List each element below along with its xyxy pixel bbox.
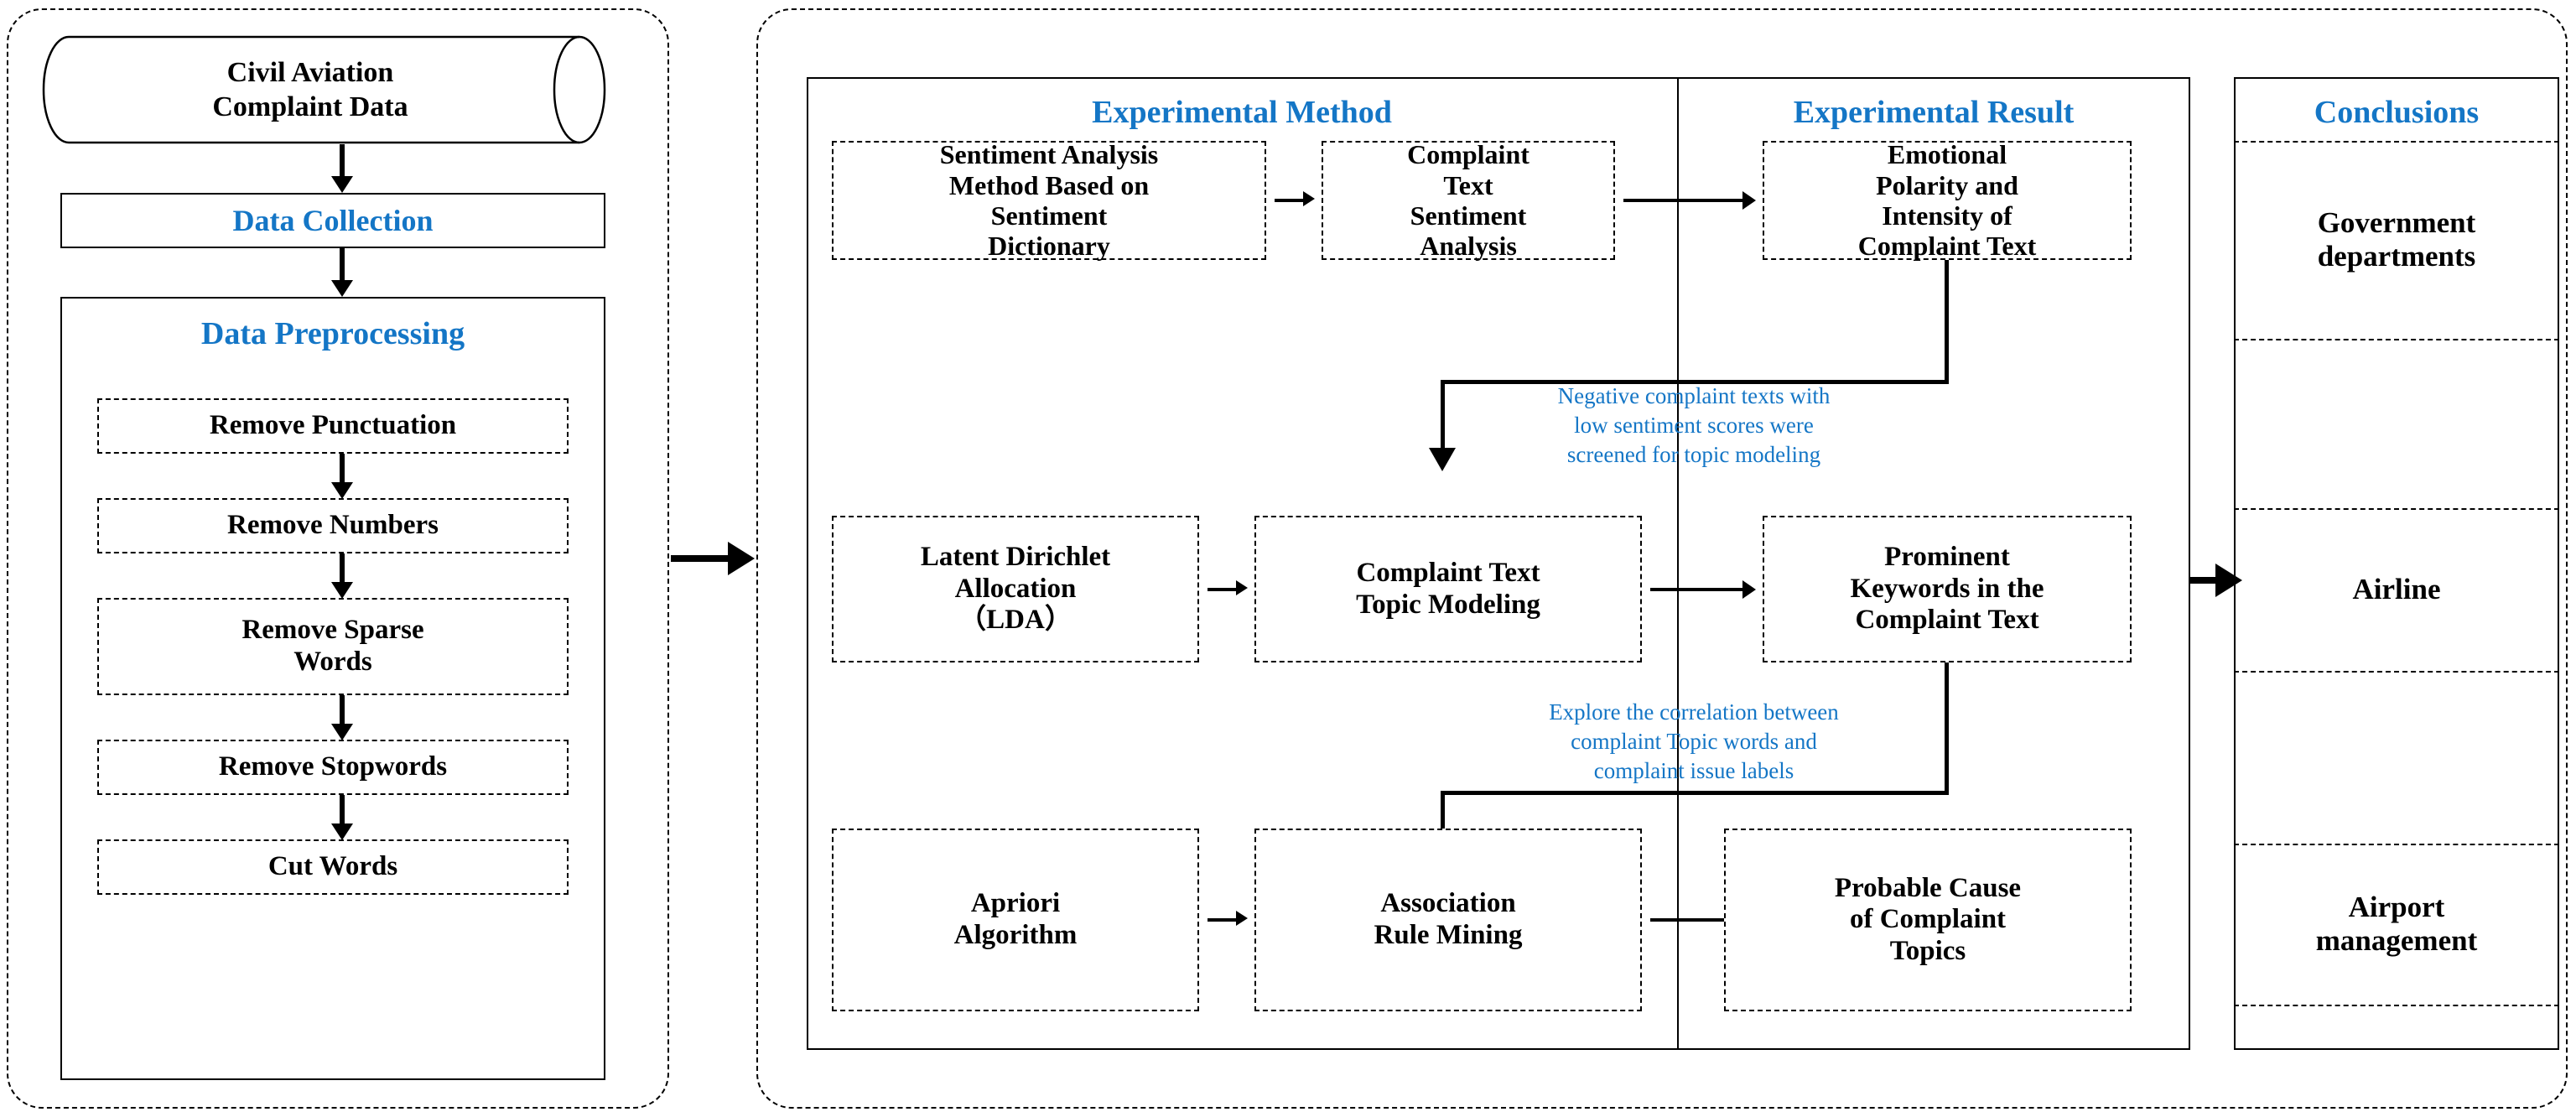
box-label-line4: Dictionary [988,231,1110,262]
column-header-experimental-method: Experimental Method [1092,95,1392,130]
conclusion-label-line1: Airport [2348,891,2445,924]
data-preprocessing-label: Data Preprocessing [200,316,465,351]
arrow-result-to-conclusions [2190,564,2242,597]
box-label-line3: Sentiment [990,200,1108,231]
conclusions-divider-6 [2234,1005,2559,1006]
step-label: Remove Numbers [226,510,439,541]
arrow-topic-modeling-to-keywords [1650,580,1758,599]
conclusion-label-line2: departments [2317,240,2476,273]
arrow-left-panel-to-method [671,542,755,575]
column-header-experimental-result: Experimental Result [1793,95,2075,130]
annotation-line1: Negative complaint texts with [1557,383,1831,408]
arrow-step-4-5 [331,795,353,840]
data-collection-label: Data Collection [232,204,434,237]
step-label: Remove Punctuation [209,410,457,441]
box-label-line1: Latent Dirichlet [920,542,1111,573]
datastore-civil-aviation-complaint-data: Civil Aviation Complaint Data [42,35,606,144]
datastore-label-line2: Complaint Data [212,91,408,122]
box-label-line2: Allocation [954,573,1077,604]
datastore-label-line1: Civil Aviation [226,56,394,88]
method-result-divider [1677,77,1679,1050]
arrow-collection-to-preprocessing [331,248,353,297]
box-emotional-polarity-intensity[interactable]: Emotional Polarity and Intensity of Comp… [1763,139,2132,262]
arrow-step-2-3 [331,553,353,599]
conclusions-divider-5 [2234,844,2559,845]
step-remove-numbers[interactable]: Remove Numbers [97,498,569,553]
box-association-rule-mining[interactable]: Association Rule Mining [1254,829,1642,1011]
box-label-line1: Emotional [1887,139,2007,170]
annotation-line1: Explore the correlation between [1549,699,1839,725]
conclusions-divider-1 [2234,141,2559,143]
conclusions-divider-3 [2234,508,2559,510]
conclusion-label-line2: management [2315,924,2478,957]
annotation-line3: complaint issue labels [1593,758,1794,784]
arrow-apriori-to-association [1208,911,1248,929]
box-label-line2: Method Based on [948,169,1150,200]
step-remove-punctuation[interactable]: Remove Punctuation [97,398,569,454]
box-label-line2: Text [1443,169,1493,200]
arrow-datastore-to-collection [331,144,353,193]
step-cut-words[interactable]: Cut Words [97,839,569,895]
box-label-line3: Complaint Text [1855,605,2039,636]
datastore-label: Civil Aviation Complaint Data [42,35,579,144]
box-sentiment-analysis-method[interactable]: Sentiment Analysis Method Based on Senti… [832,139,1266,262]
box-label-line4: Complaint Text [1857,231,2037,262]
step-label: Cut Words [267,851,398,882]
box-label-line2: of Complaint [1849,904,2007,935]
annotation-line2: low sentiment scores were [1574,413,1814,439]
box-prominent-keywords[interactable]: Prominent Keywords in the Complaint Text [1763,516,2132,662]
conclusion-airport-management[interactable]: Airport management [2234,844,2559,1005]
box-label-line2: Rule Mining [1374,920,1523,950]
arrow-method-to-result-row1 [1623,191,1758,210]
box-label-line2: Polarity and [1876,169,2018,200]
conclusion-label-line1: Government [2317,206,2476,240]
arrow-step-1-2 [331,454,353,499]
box-label-line3: （LDA） [958,605,1072,636]
box-label-line1: Complaint [1407,139,1530,170]
box-complaint-text-topic-modeling[interactable]: Complaint Text Topic Modeling [1254,516,1642,662]
arrow-lda-to-topic-modeling [1208,580,1248,599]
box-data-collection[interactable]: Data Collection [60,193,605,248]
conclusions-divider-4 [2234,671,2559,673]
box-label-line2: Keywords in the [1850,573,2044,604]
box-label-line1: Probable Cause [1834,872,2022,903]
conclusion-label-line1: Airline [2352,573,2441,606]
box-label-line1: Sentiment Analysis [939,139,1159,170]
box-label-line1: Association [1380,888,1516,919]
conclusions-divider-2 [2234,339,2559,340]
box-latent-dirichlet-allocation[interactable]: Latent Dirichlet Allocation （LDA） [832,516,1199,662]
box-label-line1: Complaint Text [1356,557,1540,588]
annotation-negative-complaint-screening: Negative complaint texts with low sentim… [1459,382,1929,470]
box-label-line4: Analysis [1420,231,1517,262]
step-label-line2: Words [293,647,372,677]
arrow-method-a-to-method-b-row1 [1275,191,1315,210]
annotation-line3: screened for topic modeling [1566,442,1821,468]
box-label-line2: Algorithm [953,920,1078,950]
box-label-line3: Sentiment [1410,200,1527,231]
step-label-line1: Remove Sparse [242,615,424,646]
annotation-explore-correlation: Explore the correlation between complain… [1459,698,1929,786]
annotation-line2: complaint Topic words and [1571,729,1817,755]
step-label: Remove Stopwords [218,751,448,782]
conclusion-airline[interactable]: Airline [2234,508,2559,671]
box-apriori-algorithm[interactable]: Apriori Algorithm [832,829,1199,1011]
box-complaint-text-sentiment-analysis[interactable]: Complaint Text Sentiment Analysis [1322,139,1615,262]
arrow-step-3-4 [331,695,353,740]
column-header-conclusions: Conclusions [2314,95,2480,130]
box-label-line1: Prominent [1884,542,2010,573]
box-label-line1: Apriori [970,888,1061,919]
box-label-line2: Topic Modeling [1356,589,1540,620]
step-remove-sparse-words[interactable]: Remove Sparse Words [97,598,569,695]
conclusion-government-departments[interactable]: Government departments [2234,141,2559,339]
box-label-line3: Topics [1889,935,1966,966]
box-label-line3: Intensity of [1882,200,2012,231]
step-remove-stopwords[interactable]: Remove Stopwords [97,740,569,795]
box-probable-cause-of-complaint-topics[interactable]: Probable Cause of Complaint Topics [1724,829,2132,1011]
